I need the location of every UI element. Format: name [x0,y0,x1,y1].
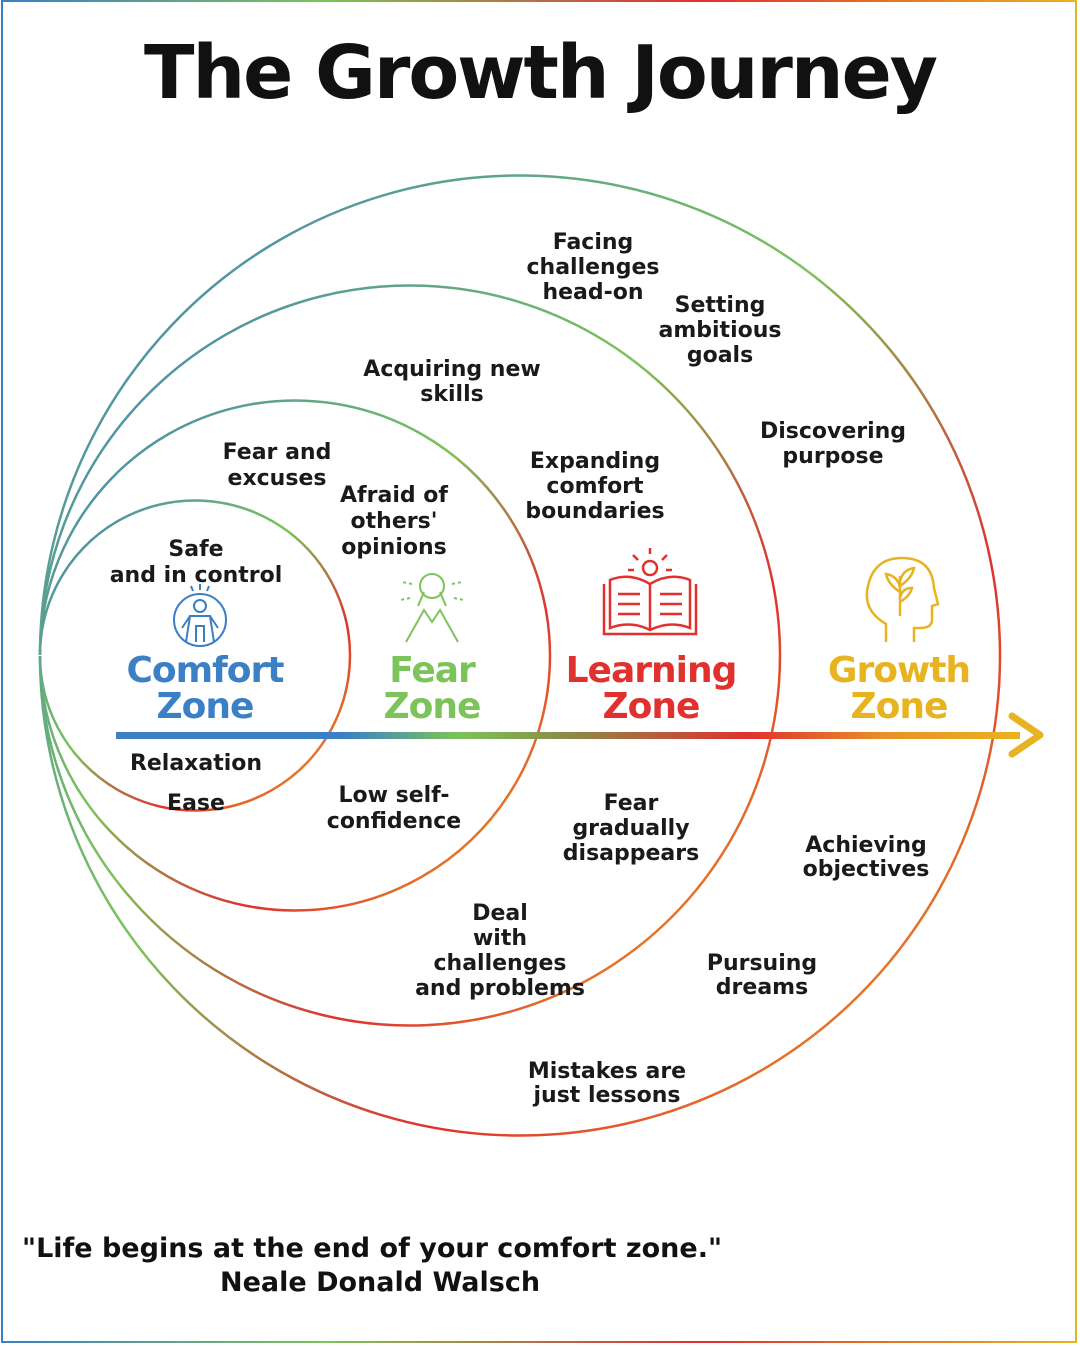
comfort-zone-title: Comfort [126,650,284,691]
label-confidence: confidence [327,809,461,834]
fear-zone-title-line2: Zone [384,686,481,727]
open-book-lightbulb-icon [602,548,698,636]
quote-text: "Life begins at the end of your comfort … [22,1233,723,1264]
head-plant-icon [865,556,940,642]
learning-zone-boundary [38,284,782,1027]
label-challenges-2: challenges [527,255,660,280]
label-expanding: Expanding [530,449,660,474]
page-title: The Growth Journey [143,30,938,116]
label-gradually: gradually [572,816,689,841]
label-achieving: Achieving [805,833,926,858]
zone-titles: Comfort Zone Fear Zone Learning Zone Gro… [126,650,971,727]
fear-zone-title: Fear [389,650,476,691]
label-comfort: comfort [546,474,644,499]
label-mistakes: Mistakes are [528,1059,686,1084]
growth-zone-title-line2: Zone [851,686,948,727]
label-low-self: Low self- [339,783,450,808]
label-discovering: Discovering [760,419,906,444]
label-head-on: head-on [542,280,643,305]
quote-block: "Life begins at the end of your comfort … [22,1232,782,1300]
label-safe: Safe [168,537,223,562]
label-and-problems: and problems [415,976,585,1001]
label-relaxation: Relaxation [130,751,262,776]
label-objectives: objectives [803,857,930,882]
label-deal: Deal [472,901,528,926]
label-dreams: dreams [716,975,808,1000]
zone-boundaries [38,174,1002,1137]
label-skills: skills [420,382,483,407]
label-in-control: and in control [110,563,283,588]
learning-zone-title-line2: Zone [603,686,700,727]
quote-author: Neale Donald Walsch [220,1267,541,1298]
label-disappears: disappears [563,841,699,866]
progress-arrow [116,712,1044,758]
comfort-zone-title-line2: Zone [157,686,254,727]
label-setting: Setting [675,293,766,318]
scared-person-icon [399,573,465,643]
label-goals: goals [687,343,753,368]
label-acquiring: Acquiring new [363,357,540,382]
meditating-person-icon [173,584,227,647]
growth-zone-title: Growth [828,650,970,691]
label-opinions: opinions [341,535,446,560]
label-fear-and: Fear and [223,440,332,465]
label-facing: Facing [553,230,634,255]
fear-zone-boundary [38,399,552,912]
zone-labels: Safe and in control Relaxation Ease Fear… [110,230,930,1108]
learning-zone-title: Learning [566,650,737,691]
label-ambitious: ambitious [659,318,782,343]
label-ease: Ease [167,791,225,816]
label-purpose: purpose [782,444,883,469]
label-pursuing: Pursuing [707,951,817,976]
label-afraid-of: Afraid of [340,483,448,508]
label-boundaries: boundaries [525,499,664,524]
label-others: others' [351,509,438,534]
label-excuses: excuses [228,466,327,491]
comfort-zone-boundary [38,499,352,812]
growth-zone-boundary [38,174,1002,1137]
label-lessons: just lessons [533,1083,681,1108]
label-challenges: challenges [434,951,567,976]
label-with: with [473,926,527,951]
label-fear: Fear [604,791,659,816]
